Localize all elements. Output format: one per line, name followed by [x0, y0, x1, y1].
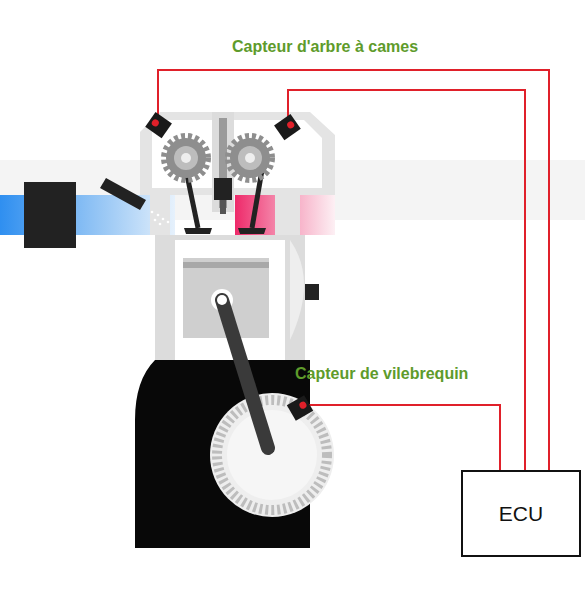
sensor-label: Capteur de vilebrequin: [295, 364, 468, 383]
ecu-box: ECU: [461, 470, 581, 557]
box-text: ECU: [499, 502, 543, 526]
sensor-label: Capteur d'arbre à cames: [232, 37, 418, 56]
